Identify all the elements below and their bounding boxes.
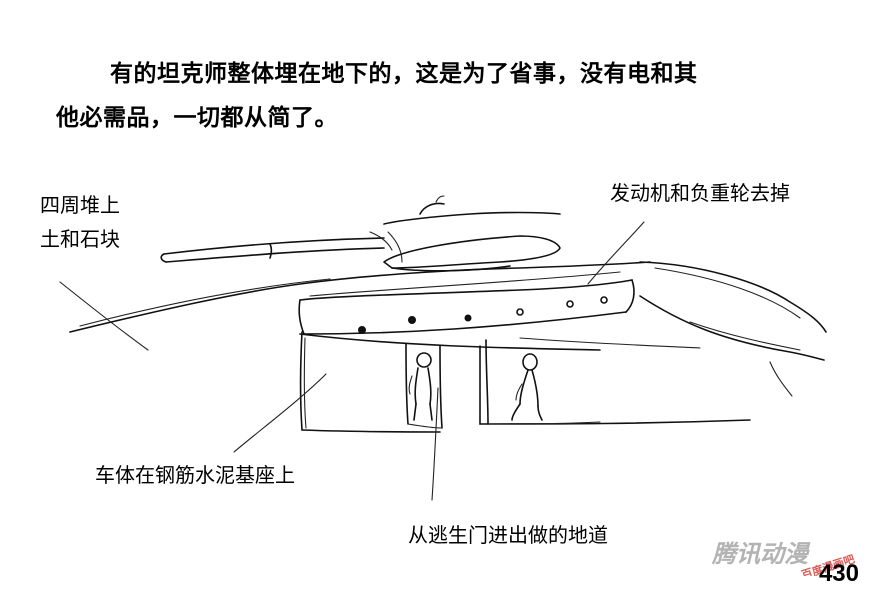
walking-figure	[512, 354, 542, 420]
soldier-figure	[409, 353, 432, 420]
label-surround-line-2: 土和石块	[40, 222, 120, 256]
pointer-base	[234, 374, 326, 452]
label-base: 车体在钢筋水泥基座上	[95, 458, 295, 492]
tank-hull	[299, 272, 634, 334]
label-surround-line-1: 四周堆上	[40, 188, 120, 222]
label-surround: 四周堆上 土和石块	[40, 188, 120, 256]
label-engine: 发动机和负重轮去掉	[610, 176, 790, 210]
pointer-engine	[588, 222, 644, 284]
svg-text:腾讯动漫: 腾讯动漫	[711, 540, 811, 568]
tunnel-opening	[406, 340, 600, 428]
label-tunnel: 从逃生门进出做的地道	[408, 518, 608, 552]
pointer-tunnel	[432, 388, 438, 500]
page-number: 430	[819, 562, 859, 586]
watermark-main-text: 腾讯动漫	[711, 540, 811, 568]
tank-turret	[161, 196, 560, 271]
